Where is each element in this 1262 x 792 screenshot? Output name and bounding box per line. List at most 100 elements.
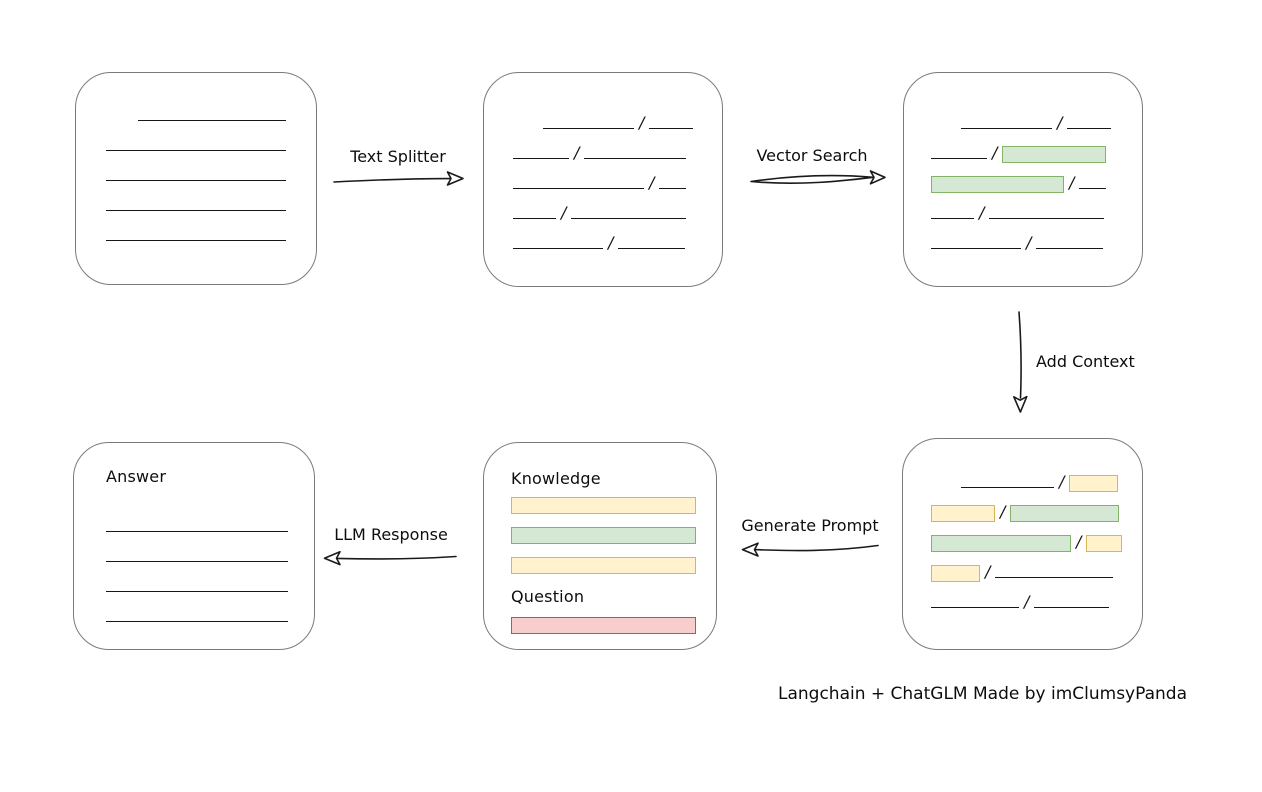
text-line bbox=[571, 218, 687, 219]
text-line bbox=[931, 248, 1021, 249]
text-line bbox=[513, 158, 569, 159]
generate-prompt-label: Generate Prompt bbox=[741, 516, 879, 535]
chunk-row: / bbox=[513, 159, 722, 192]
llm-response-arrow bbox=[336, 555, 457, 560]
text-line bbox=[513, 188, 644, 189]
green-highlight-chunk bbox=[1002, 146, 1107, 163]
chunk-row: / bbox=[931, 488, 1142, 522]
yellow-highlight-chunk bbox=[931, 565, 980, 582]
text-line bbox=[513, 218, 556, 219]
chunk-row: / bbox=[931, 99, 1142, 131]
chunk-row: / bbox=[931, 578, 1142, 611]
chunk-row: / bbox=[931, 159, 1142, 193]
text-line bbox=[1034, 607, 1110, 608]
text-line bbox=[106, 591, 288, 592]
text-line-row bbox=[106, 562, 314, 592]
text-line bbox=[931, 607, 1019, 608]
green-bar bbox=[511, 527, 696, 544]
answer-heading: Answer bbox=[106, 467, 167, 486]
slash-separator: / bbox=[1000, 502, 1006, 521]
red-bar bbox=[511, 617, 696, 634]
slash-separator: / bbox=[574, 143, 580, 162]
chunk-row: / bbox=[513, 99, 722, 132]
text-line bbox=[1036, 248, 1104, 249]
yellow-highlight-chunk bbox=[1086, 535, 1123, 552]
vector-search-arrowhead-icon bbox=[869, 170, 886, 185]
text-line-row bbox=[106, 91, 316, 121]
slash-separator: / bbox=[1069, 173, 1075, 192]
chunk-row: / bbox=[931, 548, 1142, 582]
text-line bbox=[513, 248, 603, 249]
green-highlight-chunk bbox=[931, 176, 1064, 193]
text-splitter-arrowhead-icon bbox=[446, 171, 464, 186]
yellow-highlight-chunk bbox=[1069, 475, 1119, 492]
slash-separator: / bbox=[979, 203, 985, 222]
text-line bbox=[106, 150, 286, 151]
chunk-row: / bbox=[513, 129, 722, 162]
vector-search-label: Vector Search bbox=[756, 146, 868, 165]
text-line bbox=[106, 240, 286, 241]
text-line bbox=[931, 218, 974, 219]
yellow-highlight-chunk bbox=[931, 505, 995, 522]
text-line bbox=[584, 158, 687, 159]
llm-response-label: LLM Response bbox=[334, 525, 448, 544]
yellow-bar bbox=[511, 557, 696, 574]
add-context-label: Add Context bbox=[1036, 352, 1135, 371]
llm-response-arrowhead-icon bbox=[323, 551, 341, 566]
slash-separator: / bbox=[608, 233, 614, 252]
chunk-row: / bbox=[513, 219, 722, 252]
text-line bbox=[649, 128, 694, 129]
text-line-row bbox=[106, 121, 316, 151]
text-line bbox=[931, 158, 987, 159]
slash-separator: / bbox=[985, 562, 991, 581]
slash-separator: / bbox=[992, 143, 998, 162]
text-line-row bbox=[106, 532, 314, 562]
text-line bbox=[138, 120, 286, 121]
chunk-row: / bbox=[931, 518, 1142, 552]
text-line bbox=[1079, 188, 1107, 189]
generate-prompt-arrow bbox=[753, 544, 879, 552]
slash-separator: / bbox=[1076, 532, 1082, 551]
document-box bbox=[75, 72, 317, 285]
knowledge-bars bbox=[511, 497, 696, 574]
text-splitter-label: Text Splitter bbox=[350, 147, 446, 166]
slash-separator: / bbox=[649, 173, 655, 192]
text-splitter-arrow bbox=[333, 177, 451, 183]
chunk-row: / bbox=[931, 458, 1142, 492]
text-line bbox=[961, 128, 1052, 129]
slash-separator: / bbox=[1059, 472, 1065, 491]
text-line bbox=[106, 561, 288, 562]
text-line bbox=[106, 621, 288, 622]
text-line-row bbox=[106, 592, 314, 622]
text-line bbox=[106, 210, 286, 211]
chunk-row: / bbox=[931, 129, 1142, 163]
slash-separator: / bbox=[1026, 233, 1032, 252]
vector-search-result-box: / / / / / bbox=[903, 72, 1143, 287]
context-box: / / / / / bbox=[902, 438, 1143, 650]
text-line-row bbox=[106, 151, 316, 181]
chunk-row: / bbox=[931, 189, 1142, 222]
diagram-caption: Langchain + ChatGLM Made by imClumsyPand… bbox=[778, 684, 1187, 704]
text-line bbox=[543, 128, 634, 129]
chunk-row: / bbox=[513, 189, 722, 221]
text-line-row bbox=[106, 181, 316, 211]
yellow-bar bbox=[511, 497, 696, 514]
text-line bbox=[989, 218, 1105, 219]
slash-separator: / bbox=[639, 113, 645, 132]
vector-search-arrow bbox=[750, 174, 874, 184]
generate-prompt-arrowhead-icon bbox=[741, 542, 759, 557]
answer-box: Answer bbox=[73, 442, 315, 650]
answer-lines bbox=[106, 502, 314, 622]
prompt-box: Knowledge Question bbox=[483, 442, 717, 650]
text-line bbox=[1067, 128, 1112, 129]
text-line bbox=[961, 487, 1054, 488]
green-highlight-chunk bbox=[931, 535, 1071, 552]
text-line bbox=[659, 188, 687, 189]
text-line bbox=[106, 531, 288, 532]
text-line-row bbox=[106, 211, 316, 241]
slash-separator: / bbox=[1024, 592, 1030, 611]
question-bars bbox=[511, 617, 696, 634]
add-context-arrow bbox=[1018, 311, 1022, 399]
text-line bbox=[618, 248, 686, 249]
text-line bbox=[995, 577, 1114, 578]
